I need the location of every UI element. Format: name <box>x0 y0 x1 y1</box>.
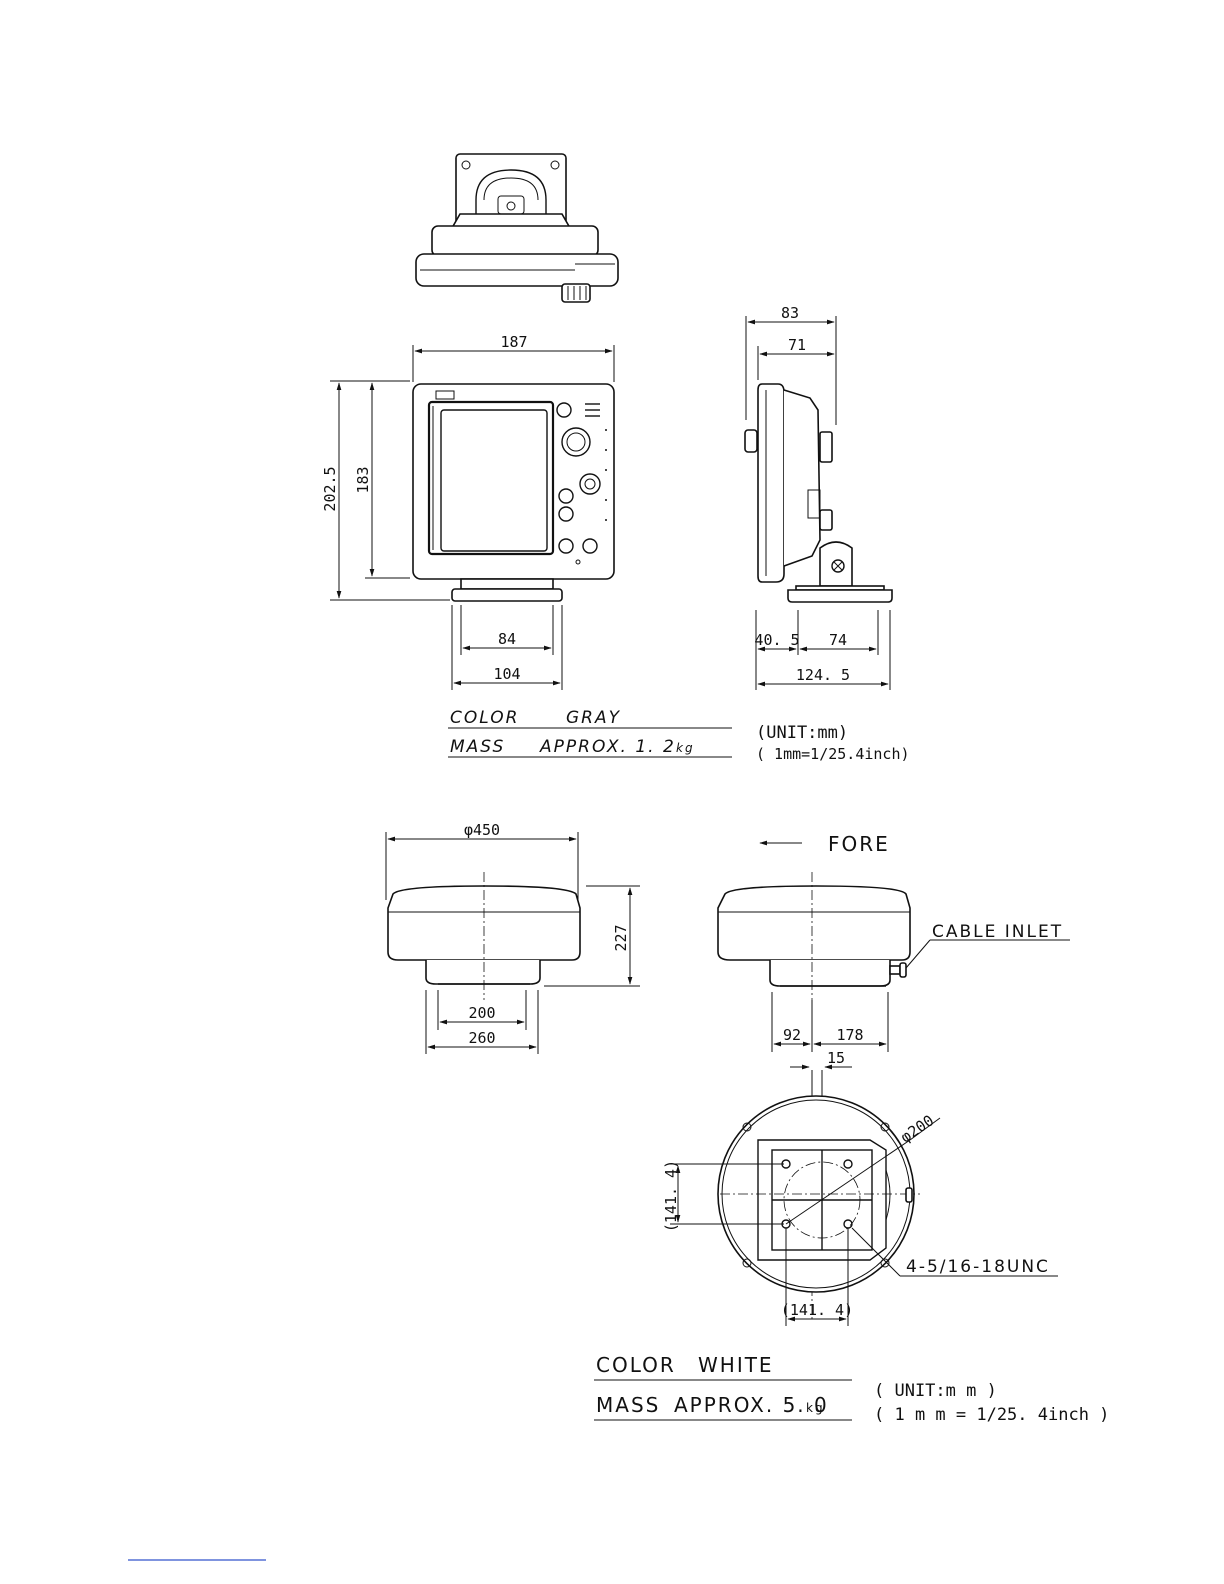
dim-offset-92: 92 <box>783 1026 801 1044</box>
display-mass-unit: kg <box>676 741 695 755</box>
dim-radome-diameter: φ450 <box>464 821 500 839</box>
display-color-label: COLOR <box>450 708 519 728</box>
display-mass-value: APPROX. 1. 2 <box>539 737 676 757</box>
dim-bolt-circle: φ200 <box>897 1111 937 1146</box>
dim-depth-71: 71 <box>788 336 806 354</box>
dim-height-183: 183 <box>354 466 372 493</box>
dim-offset-15: 15 <box>827 1049 845 1067</box>
dim-side-40-5: 40. 5 <box>754 631 799 649</box>
radome-front-view <box>386 832 640 1054</box>
dim-offset-178: 178 <box>836 1026 863 1044</box>
display-top-view <box>416 154 618 302</box>
radome-color-label: COLOR <box>596 1353 676 1377</box>
display-mass-label: MASS <box>450 737 505 757</box>
dim-base-84: 84 <box>498 630 516 648</box>
dim-height-202-5: 202.5 <box>321 466 339 511</box>
radome-mass-label: MASS <box>596 1393 660 1417</box>
radome-mass-unit: kg <box>806 1401 825 1415</box>
display-front-view <box>330 345 614 690</box>
dim-side-124-5: 124. 5 <box>796 666 850 684</box>
dim-side-74: 74 <box>829 631 847 649</box>
radome-unit-note-line2: ( 1 m m = 1/25. 4inch ) <box>874 1405 1109 1425</box>
display-color-value: GRAY <box>566 708 621 728</box>
display-unit-note-line2: ( 1mm=1/25.4inch) <box>756 745 910 763</box>
radome-bottom-view <box>670 1070 1058 1326</box>
dim-bolt-vertical: (141. 4) <box>662 1160 680 1232</box>
dim-depth-83: 83 <box>781 304 799 322</box>
dim-bolt-horizontal: (141. 4) <box>781 1301 853 1319</box>
dim-radome-base-200: 200 <box>468 1004 495 1022</box>
bolt-spec-label: 4-5/16-18UNC <box>906 1257 1050 1277</box>
dim-radome-base-260: 260 <box>468 1029 495 1047</box>
radome-color-value: WHITE <box>698 1353 774 1377</box>
dim-base-104: 104 <box>493 665 520 683</box>
cable-inlet-label: CABLE INLET <box>932 922 1063 942</box>
display-unit-note-line1: (UNIT:mm) <box>756 723 848 743</box>
dim-radome-height: 227 <box>612 924 630 951</box>
dim-width-187: 187 <box>500 333 527 351</box>
radome-side-view <box>718 843 1070 1067</box>
radome-unit-note-line1: ( UNIT:m m ) <box>874 1381 997 1401</box>
fore-label: FORE <box>828 832 890 856</box>
